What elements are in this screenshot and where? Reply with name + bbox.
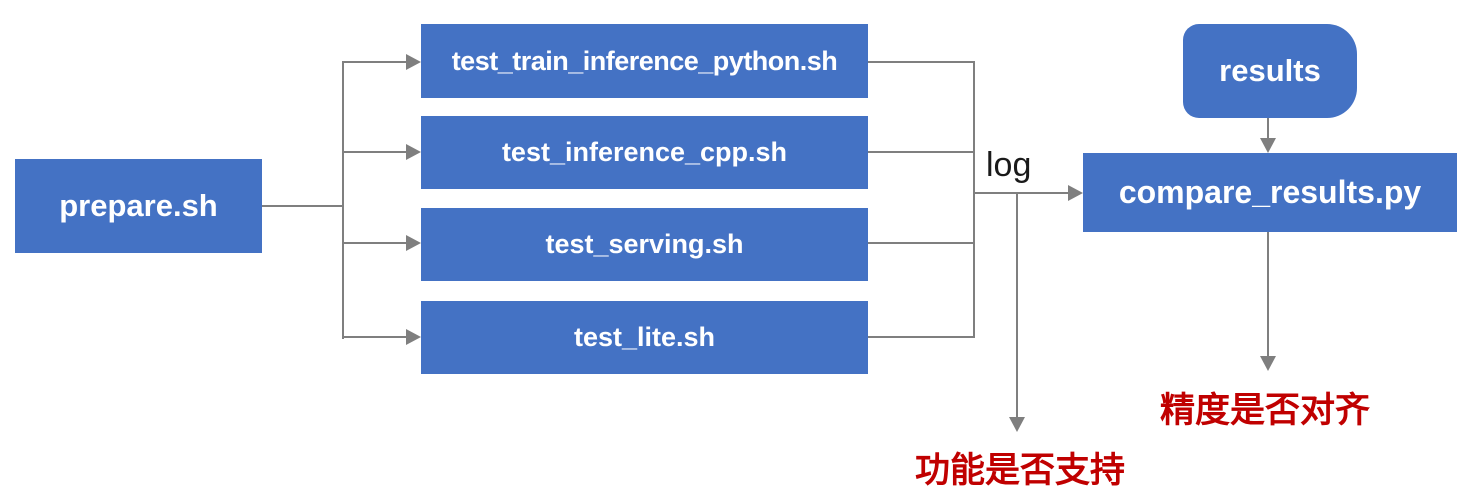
- connector-branch-to-test-serving: [342, 242, 406, 244]
- connector-test-serving-to-merge: [868, 242, 975, 244]
- node-test-lite-sh: test_lite.sh: [421, 301, 868, 374]
- connector-branch-to-test-cpp: [342, 151, 406, 153]
- connector-log-to-function-support: [1016, 192, 1018, 418]
- connector-prepare-to-branch: [262, 205, 343, 207]
- connector-merge-vertical: [973, 61, 975, 338]
- arrowhead-right-icon: [406, 329, 421, 345]
- connector-test-cpp-to-merge: [868, 151, 975, 153]
- node-test-serving-sh: test_serving.sh: [421, 208, 868, 281]
- arrowhead-down-icon: [1260, 356, 1276, 371]
- log-label: log: [986, 146, 1032, 184]
- node-test-train-inference-python-sh: test_train_inference_python.sh: [421, 24, 868, 98]
- connector-results-to-compare: [1267, 118, 1269, 140]
- connector-branch-to-test-lite: [342, 336, 406, 338]
- arrowhead-right-icon: [1068, 185, 1083, 201]
- node-test-inference-cpp-sh: test_inference_cpp.sh: [421, 116, 868, 189]
- arrowhead-right-icon: [406, 144, 421, 160]
- precision-align-annotation: 精度是否对齐: [1160, 391, 1371, 430]
- connector-branch-vertical: [342, 61, 344, 339]
- function-support-annotation: 功能是否支持: [915, 451, 1126, 490]
- arrowhead-down-icon: [1260, 138, 1276, 153]
- node-compare-results-py: compare_results.py: [1083, 153, 1457, 232]
- node-results: results: [1183, 24, 1357, 118]
- connector-compare-to-precision-align: [1267, 232, 1269, 357]
- arrowhead-down-icon: [1009, 417, 1025, 432]
- connector-log-to-compare: [973, 192, 1068, 194]
- connector-test-train-to-merge: [868, 61, 975, 63]
- connector-branch-to-test-train: [342, 61, 406, 63]
- arrowhead-right-icon: [406, 235, 421, 251]
- arrowhead-right-icon: [406, 54, 421, 70]
- connector-test-lite-to-merge: [868, 336, 975, 338]
- node-prepare-sh: prepare.sh: [15, 159, 262, 253]
